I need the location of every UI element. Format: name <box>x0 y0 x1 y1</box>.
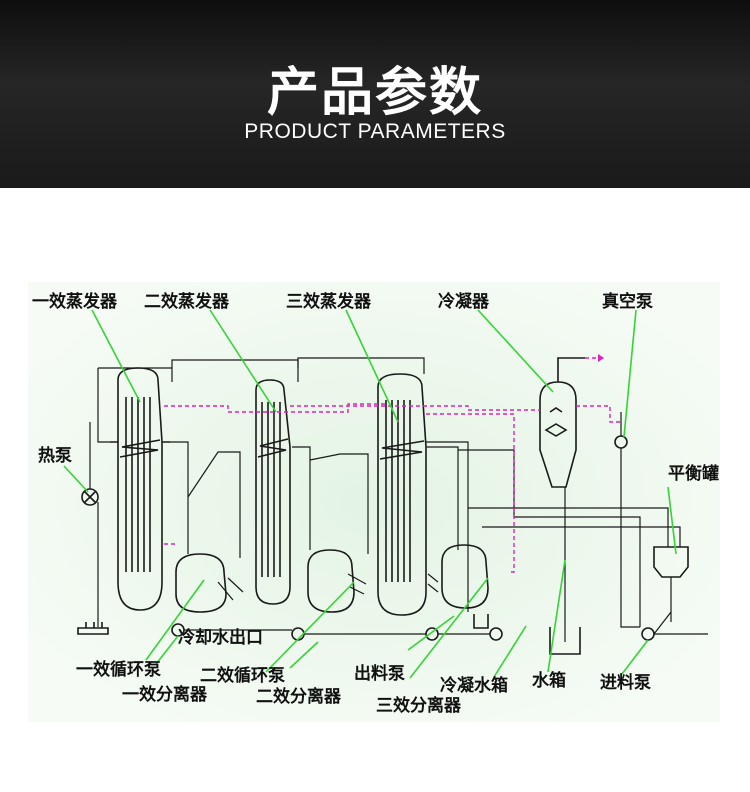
distributor <box>77 622 109 635</box>
header-banner: 产品参数 PRODUCT PARAMETERS <box>0 0 750 188</box>
leader-lines <box>63 309 677 679</box>
condensate-tank-vessel <box>473 614 489 629</box>
process-flow-diagram: 一效蒸发器 二效蒸发器 三效蒸发器 冷凝器 真空泵 热泵 平衡罐 冷却水出口 一… <box>28 282 720 722</box>
label-heat-pump: 热泵 <box>38 446 72 466</box>
label-discharge-pump: 出料泵 <box>354 664 405 684</box>
label-evaporator-2: 二效蒸发器 <box>144 292 229 312</box>
separator-1-vessel <box>175 553 227 613</box>
equipment-outlines <box>77 357 689 655</box>
label-condensate-tank: 冷凝水箱 <box>440 676 508 696</box>
separator-3-vessel <box>441 544 489 609</box>
label-separator-1: 一效分离器 <box>122 685 207 705</box>
evaporator-3 <box>377 373 427 616</box>
diagram-drawing <box>28 282 720 722</box>
label-circulation-pump-2: 二效循环泵 <box>200 666 285 686</box>
label-vacuum-pump: 真空泵 <box>602 292 653 312</box>
separator-2-vessel <box>307 549 355 613</box>
vapor-outlet-arrow <box>598 354 604 362</box>
label-evaporator-1: 一效蒸发器 <box>32 292 117 312</box>
condenser-vessel <box>539 357 585 488</box>
evaporator-2 <box>255 379 291 605</box>
water-tank-vessel <box>549 627 581 655</box>
label-balance-tank: 平衡罐 <box>668 464 719 484</box>
label-condenser: 冷凝器 <box>438 292 489 312</box>
label-feed-pump: 进料泵 <box>600 673 651 693</box>
label-evaporator-3: 三效蒸发器 <box>286 292 371 312</box>
page-title: 产品参数 <box>266 63 483 123</box>
label-cooling-water-outlet: 冷却水出口 <box>178 628 263 648</box>
page-subtitle: PRODUCT PARAMETERS <box>244 120 506 143</box>
label-water-tank: 水箱 <box>532 671 566 691</box>
label-separator-2: 二效分离器 <box>256 687 341 707</box>
vapor-lines <box>164 357 621 573</box>
label-separator-3: 三效分离器 <box>376 696 461 716</box>
balance-tank-vessel <box>653 546 689 578</box>
label-circulation-pump-1: 一效循环泵 <box>76 660 161 680</box>
